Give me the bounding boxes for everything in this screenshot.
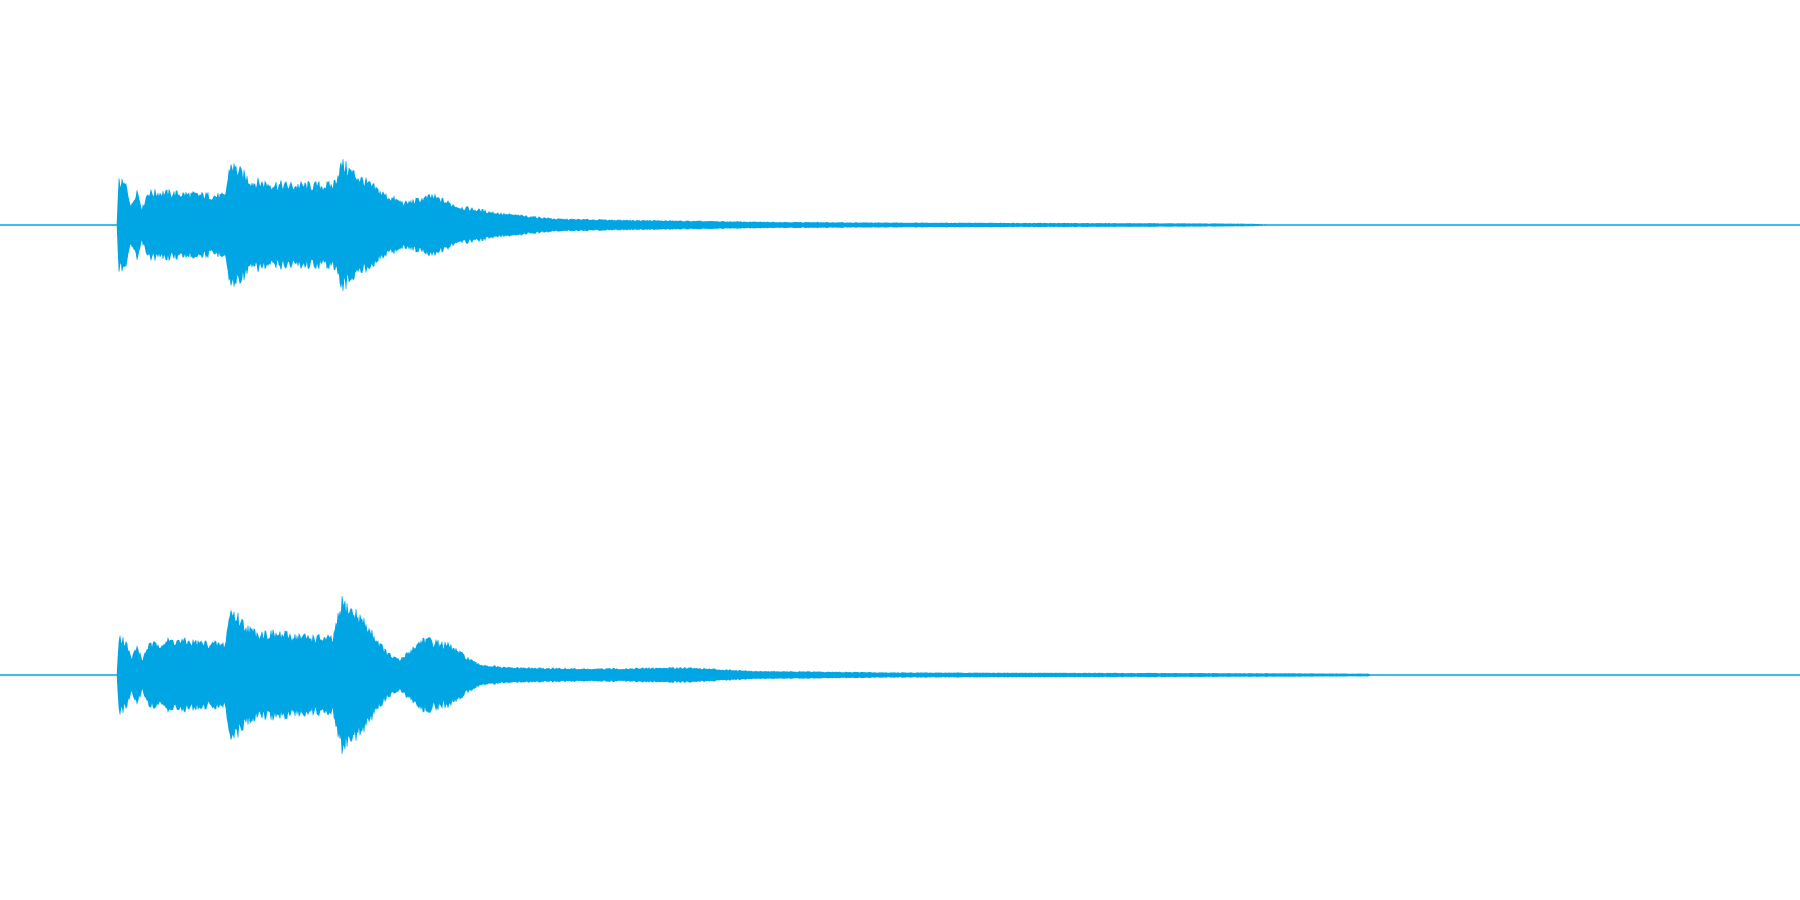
channel-2-waveform-shape [0,595,1800,755]
channel-1-waveform [0,159,1800,291]
channel-2-waveform [0,595,1800,755]
channel-1-waveform-shape [0,159,1800,291]
